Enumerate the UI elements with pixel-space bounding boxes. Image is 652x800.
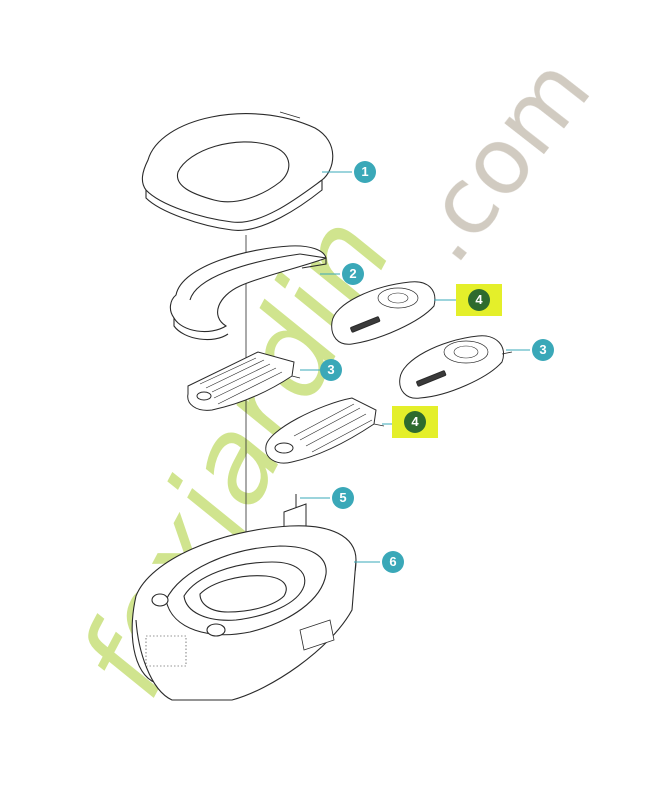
part-top-cover: [141, 111, 334, 231]
callout-part-3-right[interactable]: 3: [532, 339, 554, 361]
callout-part-6[interactable]: 6: [382, 551, 404, 573]
part-cover-plate-right: [399, 335, 513, 399]
callout-part-4-upper[interactable]: 4: [468, 289, 490, 311]
part-grille-panel: [187, 351, 301, 411]
part-bumper: [169, 245, 327, 341]
part-cover-plate-upper: [331, 281, 436, 345]
part-chassis: [131, 525, 357, 701]
callout-part-4-lower[interactable]: 4: [404, 411, 426, 433]
callout-part-1[interactable]: 1: [354, 161, 376, 183]
part-grille-plate-lower: [265, 397, 385, 464]
leader-lines: [300, 171, 530, 563]
callout-part-5[interactable]: 5: [332, 487, 354, 509]
callout-part-3-left[interactable]: 3: [320, 359, 342, 381]
callout-part-2[interactable]: 2: [342, 263, 364, 285]
watermark-tld: .com: [388, 38, 611, 282]
